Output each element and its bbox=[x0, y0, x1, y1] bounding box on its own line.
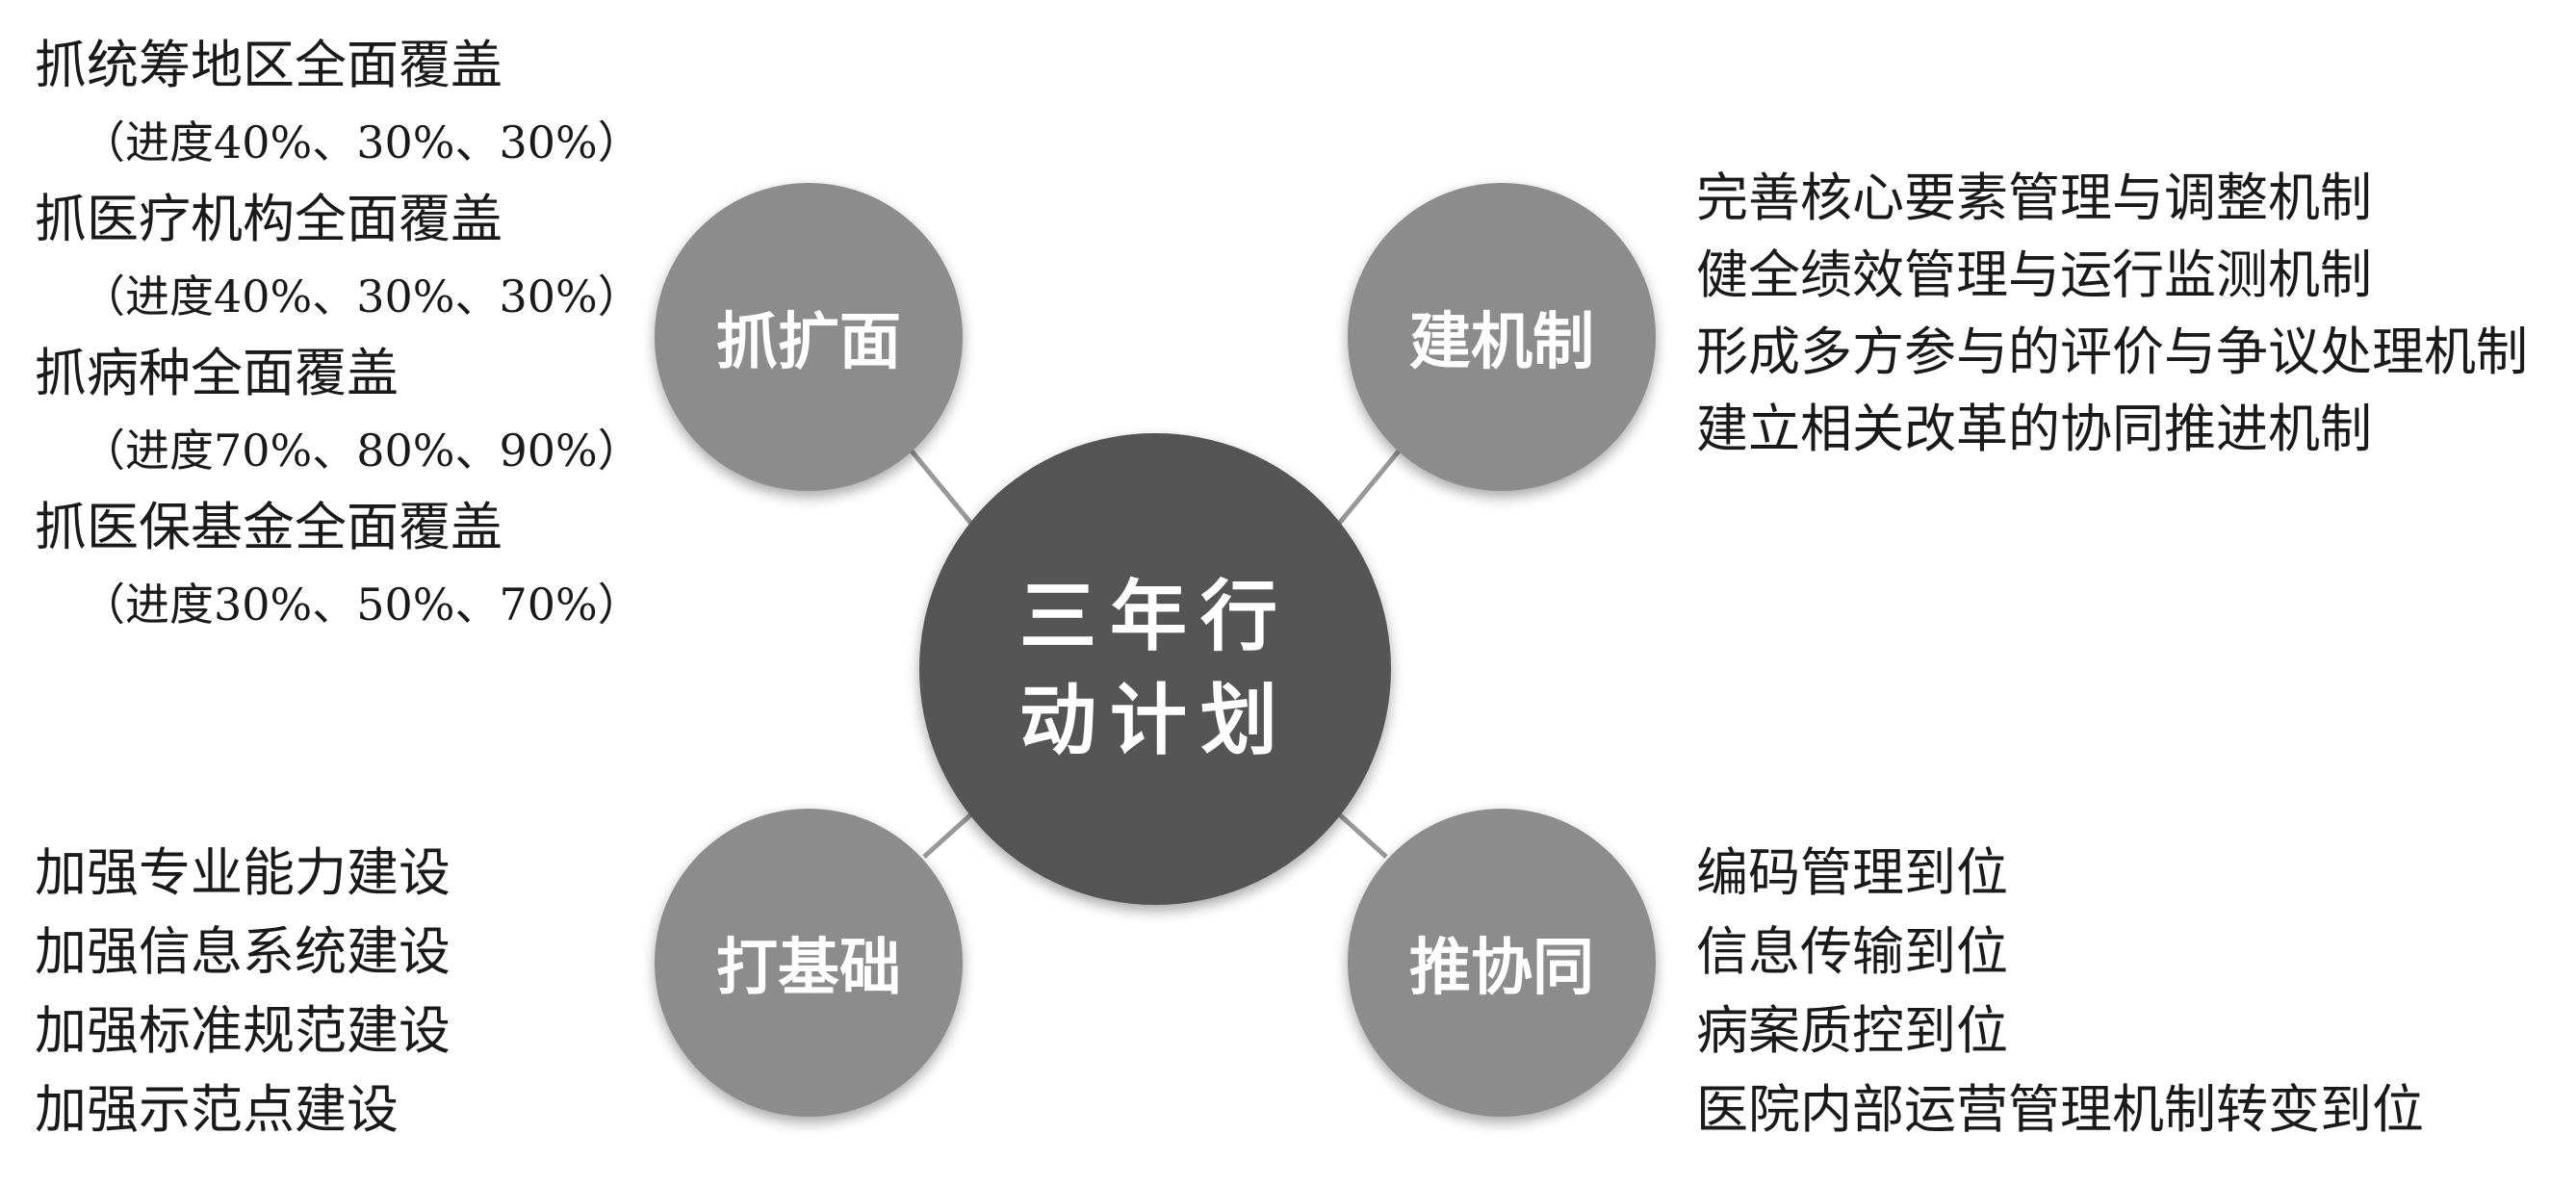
list-item: 加强标准规范建设 bbox=[35, 1000, 451, 1061]
list-item: 形成多方参与的评价与争议处理机制 bbox=[1696, 322, 2528, 382]
list-item: 病案质控到位 bbox=[1696, 1000, 2008, 1061]
list-item: 信息传输到位 bbox=[1696, 921, 2008, 982]
node-three-year-plan: 三年行 动计划 bbox=[919, 433, 1391, 905]
list-item: 建立相关改革的协同推进机制 bbox=[1696, 399, 2372, 459]
list-item: 完善核心要素管理与调整机制 bbox=[1696, 168, 2372, 228]
node-promote-coordination: 推协同 bbox=[1348, 809, 1656, 1117]
node-foundation-label: 打基础 bbox=[716, 933, 901, 1004]
node-mechanism-label: 建机制 bbox=[1409, 307, 1594, 378]
list-item: 编码管理到位 bbox=[1696, 842, 2008, 903]
center-title-line2: 动计划 bbox=[1019, 676, 1291, 765]
list-item: 抓病种全面覆盖 bbox=[35, 343, 399, 403]
list-item: 抓医保基金全面覆盖 bbox=[35, 497, 502, 557]
list-item: 抓统筹地区全面覆盖 bbox=[35, 35, 502, 95]
list-item: 抓医疗机构全面覆盖 bbox=[35, 189, 502, 249]
list-item: 加强专业能力建设 bbox=[35, 842, 451, 903]
node-expand-label: 抓扩面 bbox=[716, 307, 901, 378]
list-item: 医院内部运营管理机制转变到位 bbox=[1696, 1079, 2424, 1140]
connector-foundation bbox=[922, 812, 974, 859]
node-build-mechanism: 建机制 bbox=[1348, 183, 1656, 491]
connector-coordination bbox=[1336, 812, 1388, 859]
list-item-progress: （进度70%、80%、90%） bbox=[81, 425, 642, 477]
list-item-progress: （进度40%、30%、30%） bbox=[81, 116, 642, 168]
connector-mechanism bbox=[1336, 441, 1407, 527]
node-lay-foundation: 打基础 bbox=[655, 809, 963, 1117]
list-item: 健全绩效管理与运行监测机制 bbox=[1696, 245, 2372, 305]
list-item: 加强示范点建设 bbox=[35, 1079, 399, 1140]
node-expand-coverage: 抓扩面 bbox=[655, 183, 963, 491]
list-item-progress: （进度30%、50%、70%） bbox=[81, 579, 642, 631]
build-mechanism-list: 完善核心要素管理与调整机制 健全绩效管理与运行监测机制 形成多方参与的评价与争议… bbox=[1696, 160, 2528, 468]
list-item-progress: （进度40%、30%、30%） bbox=[81, 271, 642, 322]
lay-foundation-list: 加强专业能力建设 加强信息系统建设 加强标准规范建设 加强示范点建设 bbox=[35, 834, 451, 1149]
expand-coverage-list: 抓统筹地区全面覆盖 （进度40%、30%、30%） 抓医疗机构全面覆盖 （进度4… bbox=[35, 27, 642, 643]
list-item: 加强信息系统建设 bbox=[35, 921, 451, 982]
node-coordination-label: 推协同 bbox=[1409, 933, 1594, 1004]
connector-expand bbox=[903, 441, 974, 527]
promote-coordination-list: 编码管理到位 信息传输到位 病案质控到位 医院内部运营管理机制转变到位 bbox=[1696, 834, 2424, 1149]
center-title-line1: 三年行 bbox=[1019, 572, 1291, 661]
